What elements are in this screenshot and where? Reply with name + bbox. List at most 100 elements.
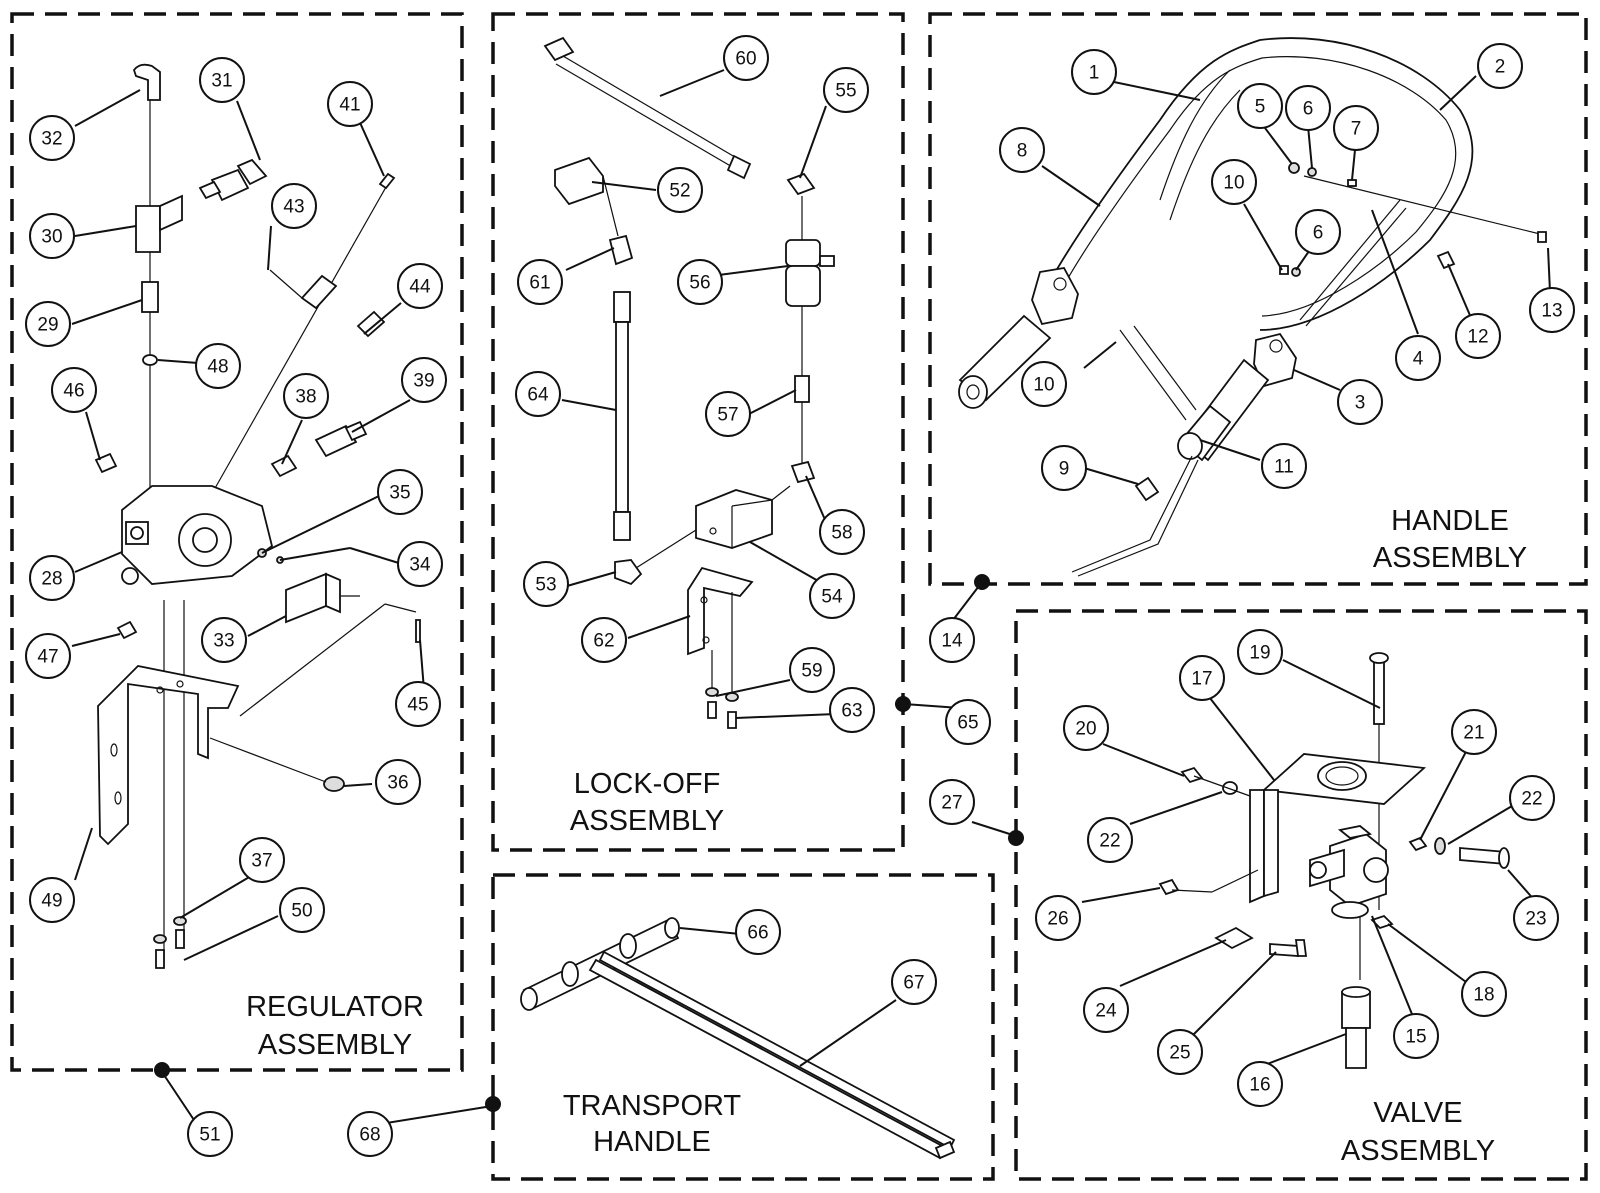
balloon-circle — [25, 301, 71, 347]
balloon-number: 46 — [63, 381, 84, 402]
balloon-number: 1 — [1089, 63, 1100, 84]
balloon-number: 2 — [1495, 57, 1506, 78]
balloon-circle — [929, 617, 975, 663]
balloon-circle — [239, 837, 285, 883]
balloon-number: 6 — [1313, 223, 1324, 244]
balloon-circle — [51, 367, 97, 413]
balloon-circle — [401, 357, 447, 403]
callout-balloon-17: 17 — [1179, 655, 1225, 701]
callout-balloon-11: 11 — [1261, 443, 1307, 489]
balloon-circle — [809, 573, 855, 619]
balloon-number: 63 — [841, 701, 862, 722]
balloon-circle — [1041, 445, 1087, 491]
callout-balloon-41: 41 — [327, 81, 373, 127]
callout-balloon-66: 66 — [735, 909, 781, 955]
callout-balloon-12: 12 — [1455, 313, 1501, 359]
balloon-number: 8 — [1017, 141, 1028, 162]
callout-balloon-67: 67 — [891, 959, 937, 1005]
balloon-circle — [1513, 895, 1559, 941]
callout-balloon-58: 58 — [819, 509, 865, 555]
callout-balloon-62: 62 — [581, 617, 627, 663]
balloon-circle — [1237, 1061, 1283, 1107]
balloon-circle — [327, 81, 373, 127]
valve-assembly-box — [1014, 609, 1588, 1181]
balloon-number: 65 — [957, 713, 978, 734]
balloon-number: 27 — [941, 793, 962, 814]
balloon-circle — [723, 35, 769, 81]
balloon-circle — [1333, 105, 1379, 151]
balloon-circle — [1395, 335, 1441, 381]
balloon-number: 68 — [359, 1125, 380, 1146]
callout-balloon-19: 19 — [1237, 629, 1283, 675]
balloon-circle — [891, 959, 937, 1005]
callout-balloon-4: 4 — [1395, 335, 1441, 381]
balloon-circle — [1071, 49, 1117, 95]
balloon-circle — [29, 877, 75, 923]
balloon-circle — [375, 759, 421, 805]
balloon-circle — [819, 509, 865, 555]
balloon-circle — [1157, 1029, 1203, 1075]
balloon-number: 56 — [689, 273, 710, 294]
callout-balloon-38: 38 — [283, 373, 329, 419]
balloon-number: 59 — [801, 661, 822, 682]
callout-balloon-10: 10 — [1211, 159, 1257, 205]
callout-balloon-24: 24 — [1083, 987, 1129, 1033]
balloon-circle — [29, 213, 75, 259]
balloon-number: 47 — [37, 647, 58, 668]
transport-ref-dot — [485, 1096, 501, 1112]
callout-balloon-8: 8 — [999, 127, 1045, 173]
callout-balloon-39: 39 — [401, 357, 447, 403]
callout-balloon-64: 64 — [515, 371, 561, 417]
balloon-number: 67 — [903, 973, 924, 994]
lockoff-title-line1: LOCK-OFF — [574, 768, 721, 800]
callout-balloon-30: 30 — [29, 213, 75, 259]
balloon-circle — [1021, 361, 1067, 407]
balloon-circle — [1083, 987, 1129, 1033]
callout-balloon-63: 63 — [829, 687, 875, 733]
balloon-number: 13 — [1541, 301, 1562, 322]
callout-balloon-27: 27 — [929, 779, 975, 825]
balloon-circle — [29, 115, 75, 161]
lockoff-assembly-box — [491, 12, 905, 852]
balloon-circle — [25, 633, 71, 679]
balloon-circle — [1261, 443, 1307, 489]
callout-balloon-34: 34 — [397, 541, 443, 587]
balloon-number: 10 — [1033, 375, 1054, 396]
balloon-circle — [1477, 43, 1523, 89]
balloon-circle — [523, 561, 569, 607]
lockoff-title-line2: ASSEMBLY — [570, 805, 724, 837]
valve-ref-dot — [1008, 830, 1024, 846]
balloon-number: 30 — [41, 227, 62, 248]
transport-title-line2: HANDLE — [593, 1126, 711, 1158]
balloon-circle — [929, 779, 975, 825]
balloon-number: 36 — [387, 773, 408, 794]
balloon-number: 48 — [207, 357, 228, 378]
balloon-number: 23 — [1525, 909, 1546, 930]
callout-balloon-33: 33 — [201, 617, 247, 663]
balloon-number: 43 — [283, 197, 304, 218]
balloon-number: 37 — [251, 851, 272, 872]
balloon-number: 29 — [37, 315, 58, 336]
callout-balloon-21: 21 — [1451, 709, 1497, 755]
callout-balloon-56: 56 — [677, 259, 723, 305]
balloon-number: 28 — [41, 569, 62, 590]
balloon-circle — [1063, 705, 1109, 751]
balloon-circle — [677, 259, 723, 305]
callout-balloon-3: 3 — [1337, 379, 1383, 425]
callout-balloon-14: 14 — [929, 617, 975, 663]
balloon-circle — [1237, 629, 1283, 675]
balloon-number: 64 — [527, 385, 549, 406]
transport-handle-box — [491, 873, 995, 1181]
balloon-number: 34 — [409, 555, 431, 576]
callout-balloon-1: 1 — [1071, 49, 1117, 95]
lockoff-assembly-parts — [543, 36, 835, 729]
balloon-circle — [1285, 85, 1331, 131]
balloon-circle — [377, 469, 423, 515]
balloon-number: 3 — [1355, 393, 1366, 414]
balloon-number: 50 — [291, 901, 312, 922]
balloon-circle — [29, 555, 75, 601]
balloon-circle — [823, 67, 869, 113]
balloon-circle — [517, 259, 563, 305]
balloon-number: 49 — [41, 891, 62, 912]
